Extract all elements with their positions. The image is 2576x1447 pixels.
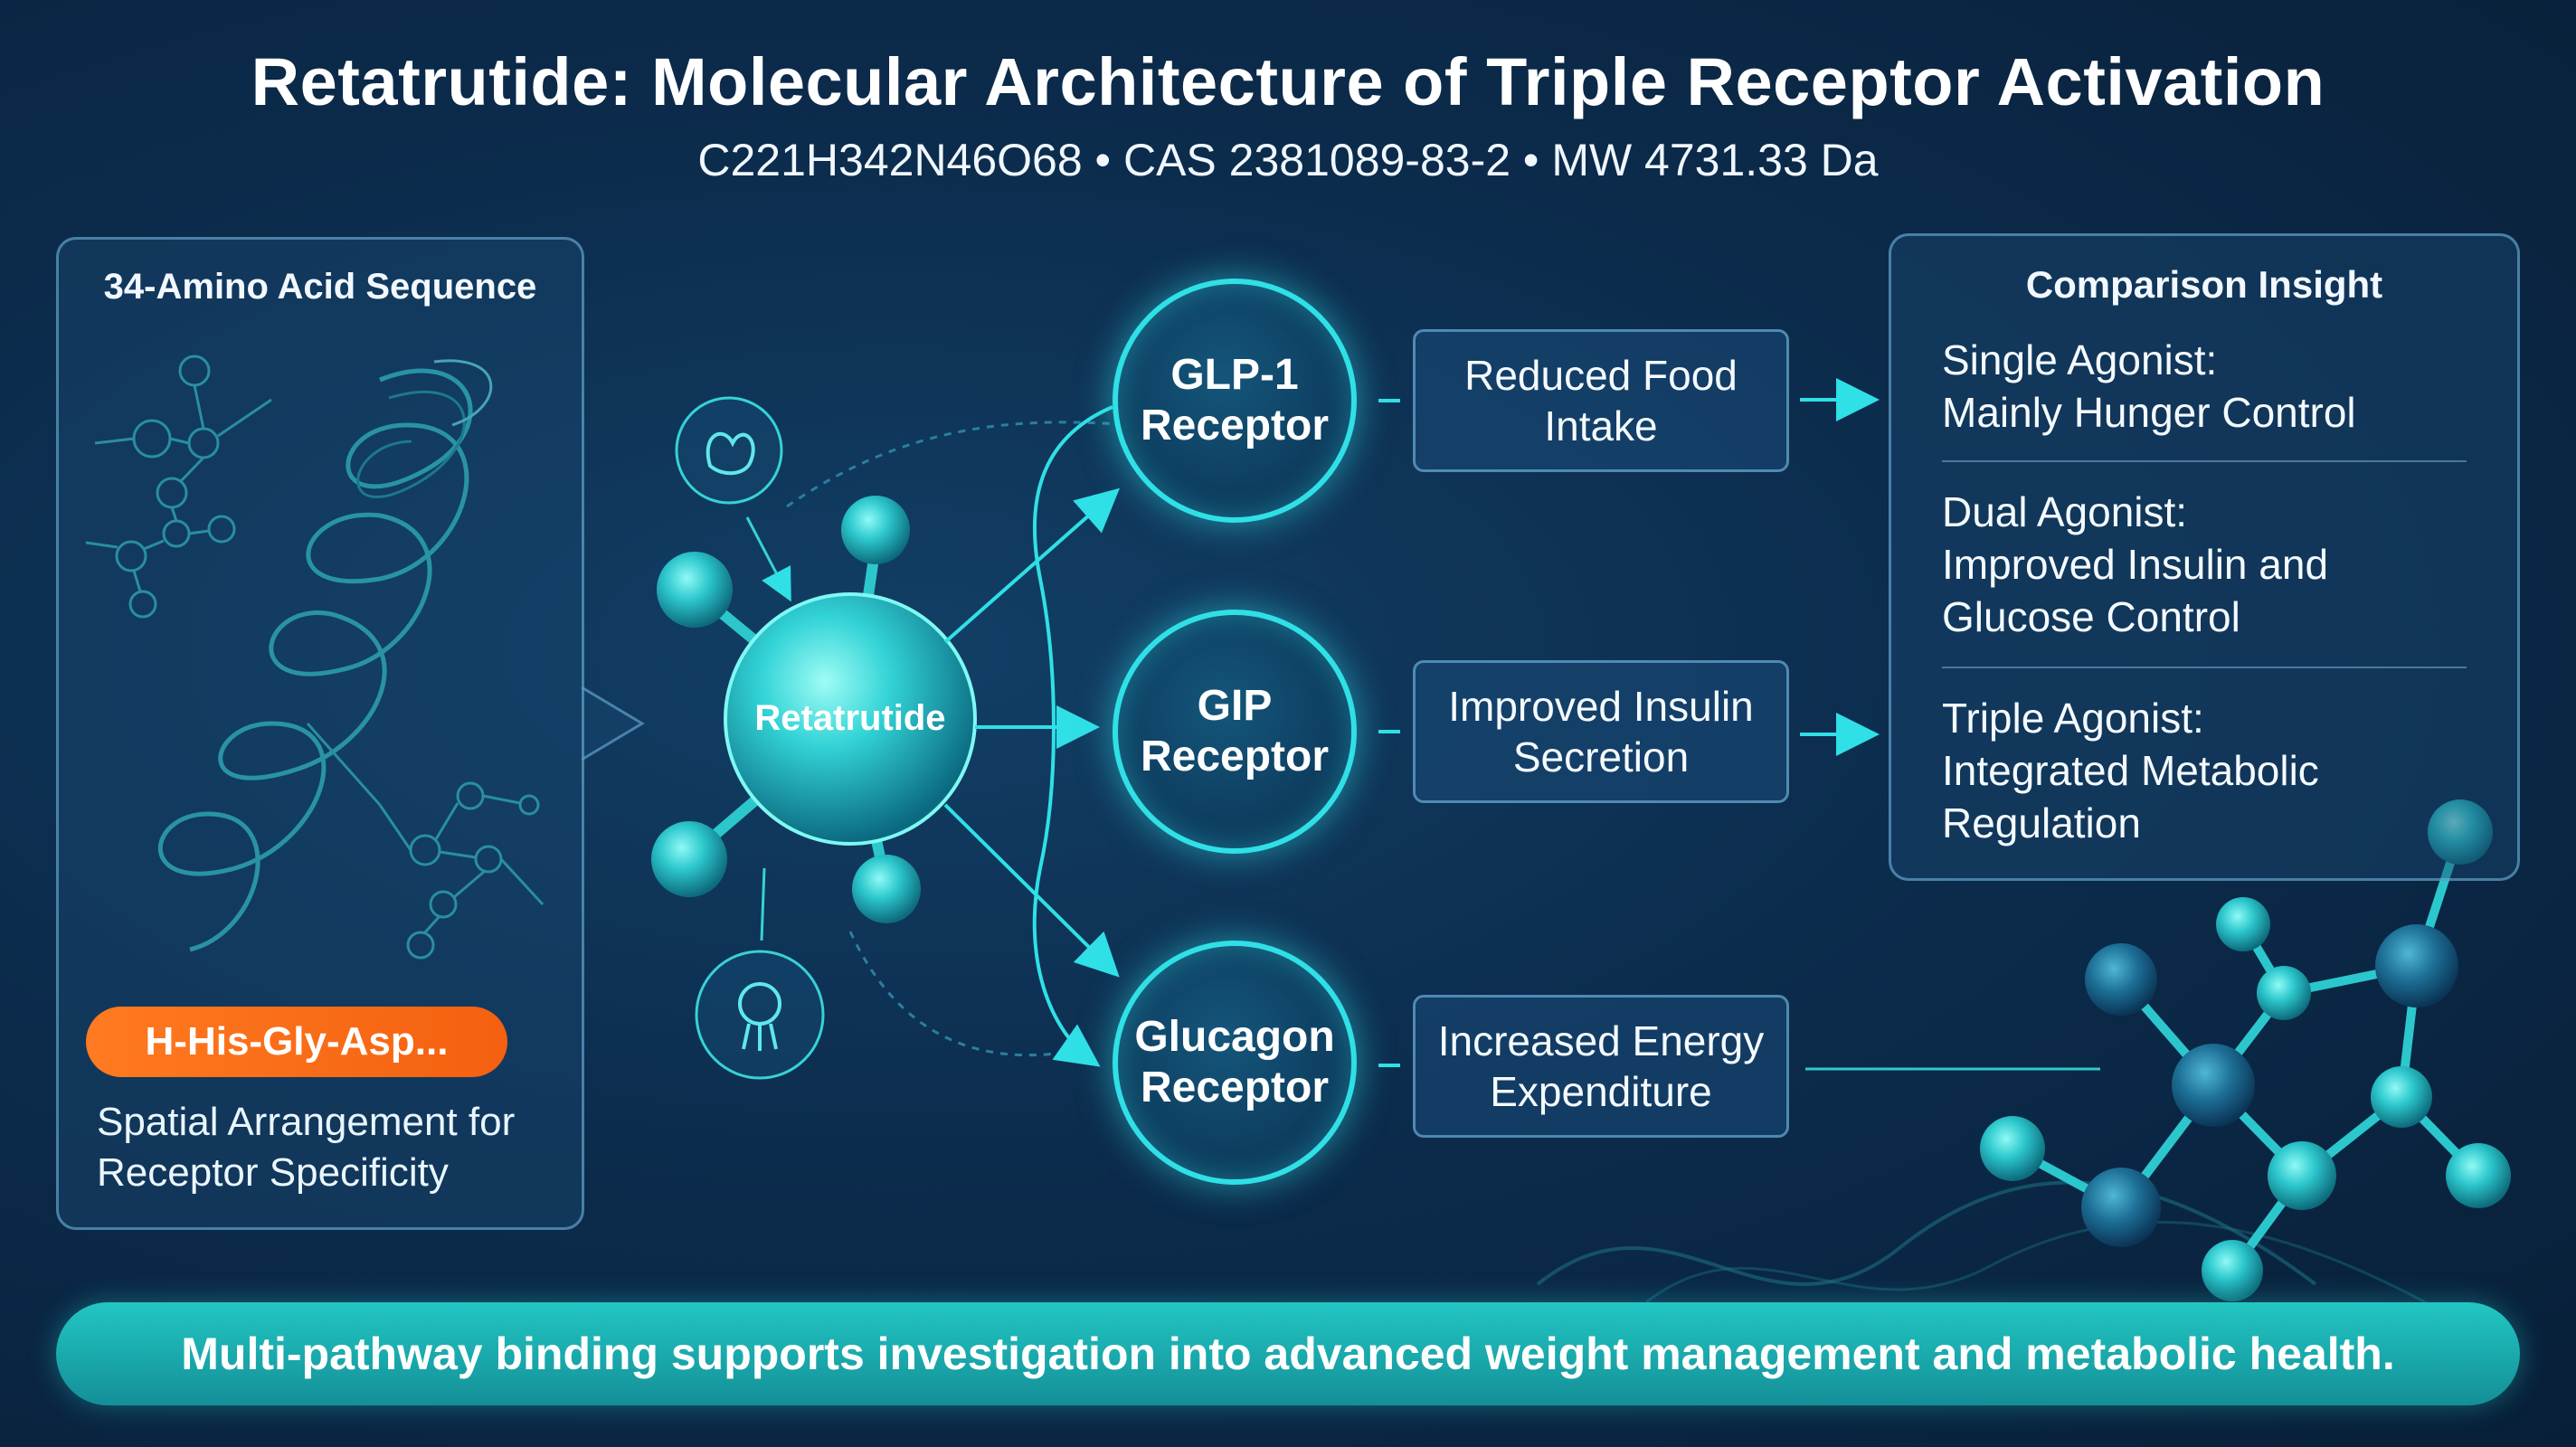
hub-label: Retatrutide bbox=[754, 698, 946, 738]
glp1-receptor-label: GLP-1 Receptor bbox=[1140, 351, 1330, 449]
glp1-receptor: GLP-1 Receptor bbox=[1113, 279, 1357, 523]
glucagon-receptor-label: Glucagon Receptor bbox=[1134, 1013, 1335, 1111]
sequence-caption: Spatial Arrangement for Receptor Specifi… bbox=[97, 1100, 516, 1195]
glucagon-receptor: Glucagon Receptor bbox=[1113, 941, 1357, 1185]
page-subtitle: C221H342N46O68 • CAS 2381089-83-2 • MW 4… bbox=[697, 135, 1879, 185]
sequence-heading: 34-Amino Acid Sequence bbox=[103, 267, 537, 307]
receptor-icon bbox=[675, 396, 783, 505]
effect-food-intake: Reduced Food Intake bbox=[1413, 329, 1789, 472]
molecule-icon bbox=[85, 355, 545, 960]
page-title: Retatrutide: Molecular Architecture of T… bbox=[251, 44, 2325, 119]
effect-food-intake-label: Reduced Food Intake bbox=[1464, 352, 1738, 449]
comparison-dual: Dual Agonist: Improved Insulin and Gluco… bbox=[1942, 488, 2329, 640]
comparison-divider bbox=[1942, 667, 2467, 668]
helix-icon bbox=[157, 359, 493, 952]
gip-receptor: GIP Receptor bbox=[1113, 610, 1357, 854]
effect-energy-expenditure: Increased Energy Expenditure bbox=[1413, 995, 1789, 1138]
effect-insulin-secretion-label: Improved Insulin Secretion bbox=[1448, 683, 1754, 780]
footer-banner: Multi-pathway binding supports investiga… bbox=[56, 1302, 2520, 1405]
gip-receptor-label: GIP Receptor bbox=[1140, 682, 1330, 780]
comparison-panel: Comparison Insight Single Agonist: Mainl… bbox=[1889, 233, 2520, 881]
retatrutide-hub bbox=[724, 592, 977, 846]
sequence-tag: H-His-Gly-Asp... bbox=[86, 1007, 507, 1077]
footer-text: Multi-pathway binding supports investiga… bbox=[181, 1329, 2395, 1379]
sequence-panel: 34-Amino Acid Sequence H-His-Gly-Asp... … bbox=[56, 237, 584, 1230]
comparison-triple: Triple Agonist: Integrated Metabolic Reg… bbox=[1942, 695, 2319, 846]
effect-energy-expenditure-label: Increased Energy Expenditure bbox=[1437, 1017, 1765, 1115]
effect-insulin-secretion: Improved Insulin Secretion bbox=[1413, 660, 1789, 803]
comparison-heading: Comparison Insight bbox=[2025, 263, 2383, 306]
comparison-single: Single Agonist: Mainly Hunger Control bbox=[1942, 336, 2356, 436]
comparison-divider bbox=[1942, 460, 2467, 462]
cell-icon bbox=[695, 950, 825, 1080]
